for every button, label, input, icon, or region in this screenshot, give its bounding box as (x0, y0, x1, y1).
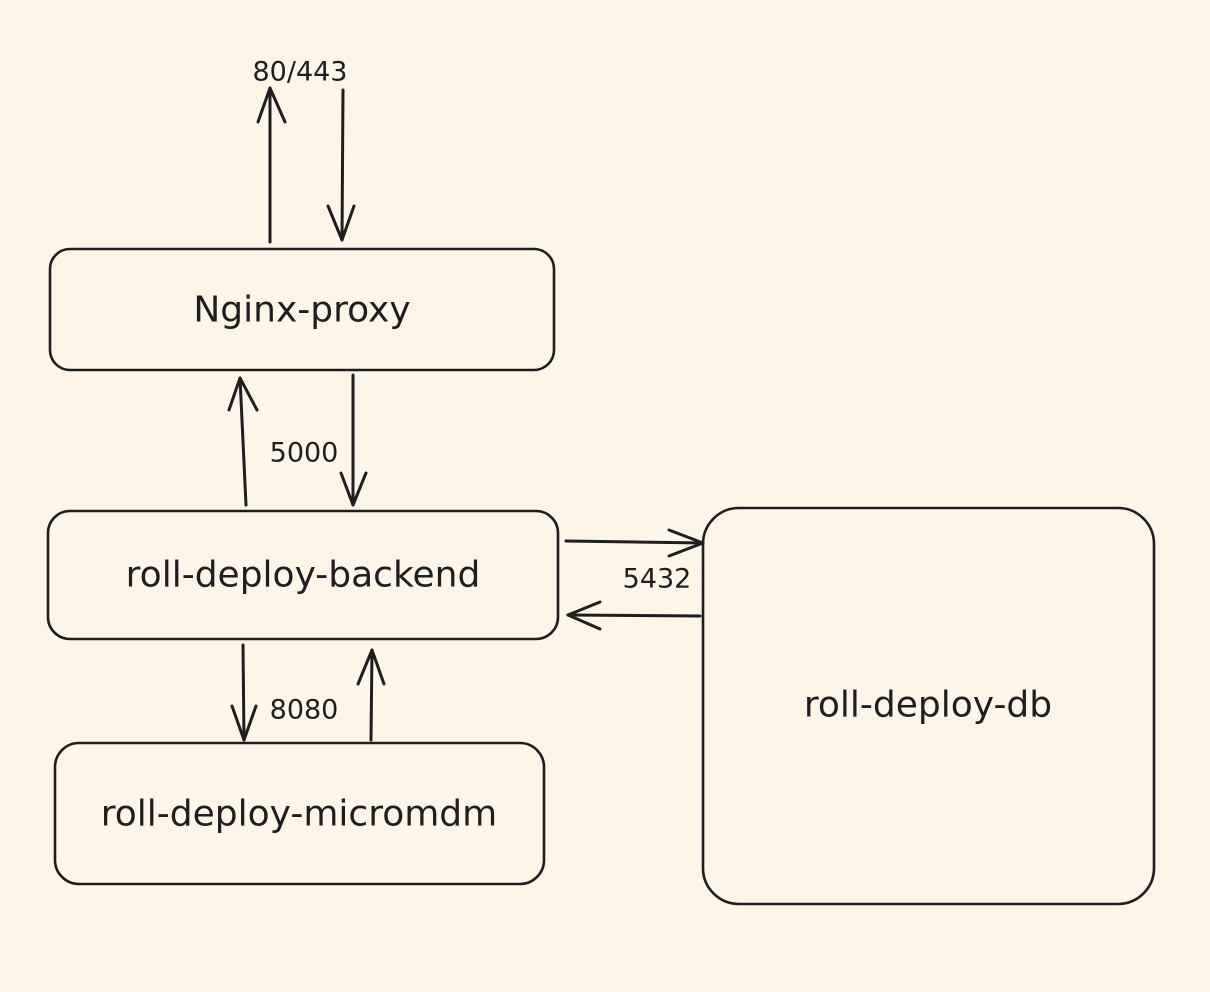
node-nginx-proxy: Nginx-proxy (48, 247, 556, 372)
node-label-nginx-proxy: Nginx-proxy (193, 290, 410, 331)
edge-backend-to-micromdm (230, 643, 258, 742)
edge-backend-to-db (564, 528, 705, 558)
edge-micromdm-to-backend (356, 648, 386, 742)
port-label-micromdm: 8080 (270, 695, 339, 726)
port-label-backend: 5000 (270, 438, 339, 469)
node-label-roll-deploy-db: roll-deploy-db (804, 685, 1052, 726)
node-roll-deploy-micromdm: roll-deploy-micromdm (53, 741, 546, 886)
edge-external-inbound (326, 88, 356, 242)
node-label-roll-deploy-backend: roll-deploy-backend (126, 555, 481, 596)
edge-db-to-backend (566, 600, 702, 631)
node-roll-deploy-backend: roll-deploy-backend (46, 509, 560, 641)
port-label-external: 80/443 (253, 57, 348, 88)
edge-nginx-to-backend (339, 373, 368, 507)
node-label-roll-deploy-micromdm: roll-deploy-micromdm (101, 794, 497, 835)
edge-backend-to-nginx (227, 376, 259, 507)
edge-external-outbound (256, 86, 287, 244)
node-roll-deploy-db: roll-deploy-db (701, 506, 1156, 906)
port-label-db: 5432 (623, 564, 692, 595)
